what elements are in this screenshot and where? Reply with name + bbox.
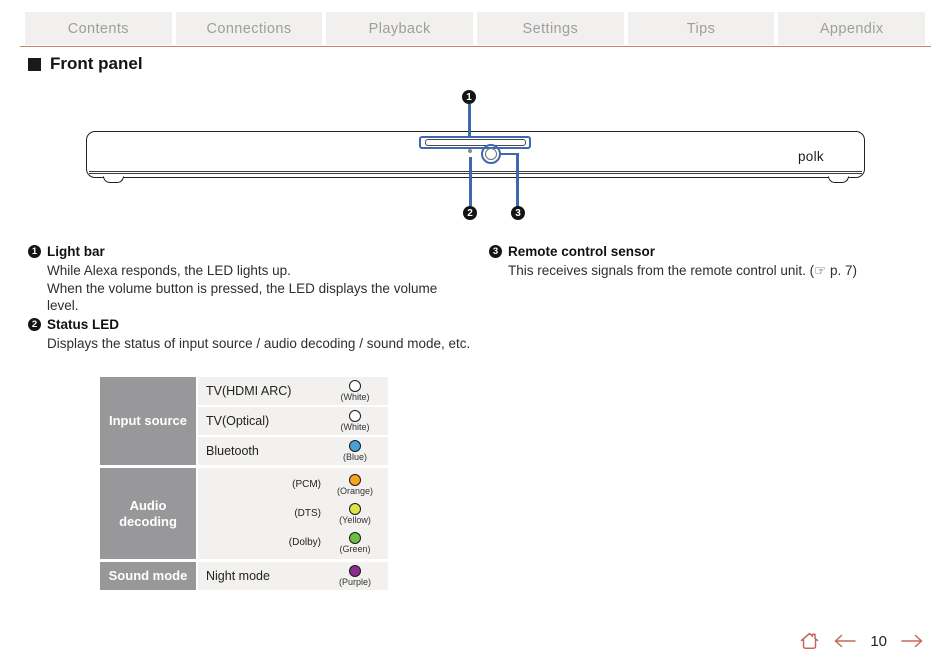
status-led-table: Input source TV(HDMI ARC) (White) TV(Opt… <box>100 377 388 590</box>
callout-line-1 <box>468 104 471 136</box>
table-row: (Dolby) (Green) <box>206 528 384 557</box>
led-color-dot-purple <box>349 565 361 577</box>
row-label: Bluetooth <box>206 444 259 458</box>
next-page-arrow-icon[interactable] <box>900 634 924 648</box>
led-color-dot-yellow <box>349 502 361 515</box>
led-color-name: (Blue) <box>342 452 367 462</box>
item-1-number-badge: 1 <box>28 245 41 258</box>
led-color-name: (Green) <box>339 543 371 554</box>
page-title-text: Front panel <box>50 54 143 73</box>
table-header-input-source: Input source <box>100 377 196 465</box>
tab-settings[interactable]: Settings <box>477 12 624 45</box>
led-color-name: (Purple) <box>338 577 371 587</box>
table-row: (DTS) (Yellow) <box>206 499 384 528</box>
soundbar-right-foot <box>828 176 849 183</box>
item-2-number-badge: 2 <box>28 318 41 331</box>
callout-line-3-horizontal <box>500 152 518 155</box>
callout-line-3-vertical <box>516 152 519 207</box>
brand-logo: polk <box>798 149 824 164</box>
table-group-sound-mode: Sound mode Night mode (Purple) <box>100 562 388 590</box>
tab-contents[interactable]: Contents <box>25 12 172 45</box>
row-label: TV(HDMI ARC) <box>206 384 292 398</box>
callout-badge-1: 1 <box>462 90 476 104</box>
led-color-dot-white <box>349 410 361 422</box>
callout-badge-3: 3 <box>511 206 525 220</box>
item-remote-sensor: 3 Remote control sensor This receives si… <box>489 244 934 280</box>
item-1-line-1: While Alexa responds, the LED lights up. <box>47 263 291 278</box>
table-row: TV(HDMI ARC) (White) <box>198 377 388 405</box>
item-2-line-1: Displays the status of input source / au… <box>47 336 471 351</box>
top-nav-tabs: Contents Connections Playback Settings T… <box>25 12 926 45</box>
home-icon[interactable] <box>799 631 820 651</box>
remote-sensor <box>485 148 497 160</box>
item-status-led: 2 Status LED Displays the status of inpu… <box>28 317 476 353</box>
callout-line-2 <box>469 157 472 206</box>
table-group-input-source: Input source TV(HDMI ARC) (White) TV(Opt… <box>100 377 388 465</box>
row-prefix: (DTS) <box>294 508 321 519</box>
tab-tips[interactable]: Tips <box>627 12 775 45</box>
remote-sensor-highlight <box>481 144 501 164</box>
soundbar-grille-line <box>89 171 862 174</box>
led-color-dot-orange <box>349 473 361 486</box>
table-group-audio-decoding: Audio decoding (PCM) (Orange) (DTS) (Yel… <box>100 468 388 559</box>
tab-divider-rule <box>20 46 931 47</box>
row-label: TV(Optical) <box>206 414 270 428</box>
status-led <box>468 149 472 153</box>
led-color-dot-green <box>349 531 361 544</box>
page-number: 10 <box>870 632 887 650</box>
row-prefix: (Dolby) <box>288 537 321 548</box>
item-3-line-1: This receives signals from the remote co… <box>508 263 857 278</box>
prev-page-arrow-icon[interactable] <box>833 634 857 648</box>
page-title: Front panel <box>28 54 143 74</box>
led-color-name: (White) <box>340 392 370 402</box>
square-bullet-icon <box>28 57 41 71</box>
soundbar-illustration <box>86 131 865 178</box>
led-color-name: (White) <box>340 422 370 432</box>
table-row: TV(Optical) (White) <box>198 407 388 435</box>
table-header-audio-decoding: Audio decoding <box>100 468 196 559</box>
row-label: Night mode <box>206 569 270 583</box>
footer-navigation: 10 <box>799 631 924 651</box>
light-bar-highlight <box>419 136 531 149</box>
tab-appendix[interactable]: Appendix <box>778 12 926 45</box>
light-bar <box>425 139 526 146</box>
led-color-name: (Yellow) <box>339 514 371 525</box>
soundbar-left-foot <box>103 176 124 183</box>
led-color-name: (Orange) <box>336 485 373 496</box>
tab-playback[interactable]: Playback <box>326 12 474 45</box>
item-2-title: Status LED <box>47 317 120 332</box>
table-header-sound-mode: Sound mode <box>100 562 196 590</box>
table-row: Night mode (Purple) <box>198 562 388 590</box>
row-prefix: (PCM) <box>292 479 321 490</box>
led-color-dot-white <box>349 380 361 392</box>
item-light-bar: 1 Light bar While Alexa responds, the LE… <box>28 244 468 315</box>
tab-connections[interactable]: Connections <box>175 12 323 45</box>
table-row: Bluetooth (Blue) <box>198 437 388 465</box>
item-3-title: Remote control sensor <box>508 244 656 259</box>
led-color-dot-blue <box>349 440 361 452</box>
item-3-number-badge: 3 <box>489 245 502 258</box>
table-row: (PCM) (Orange) <box>206 470 384 499</box>
callout-badge-2: 2 <box>463 206 477 220</box>
item-1-line-2: When the volume button is pressed, the L… <box>47 280 438 314</box>
item-1-title: Light bar <box>47 244 105 259</box>
